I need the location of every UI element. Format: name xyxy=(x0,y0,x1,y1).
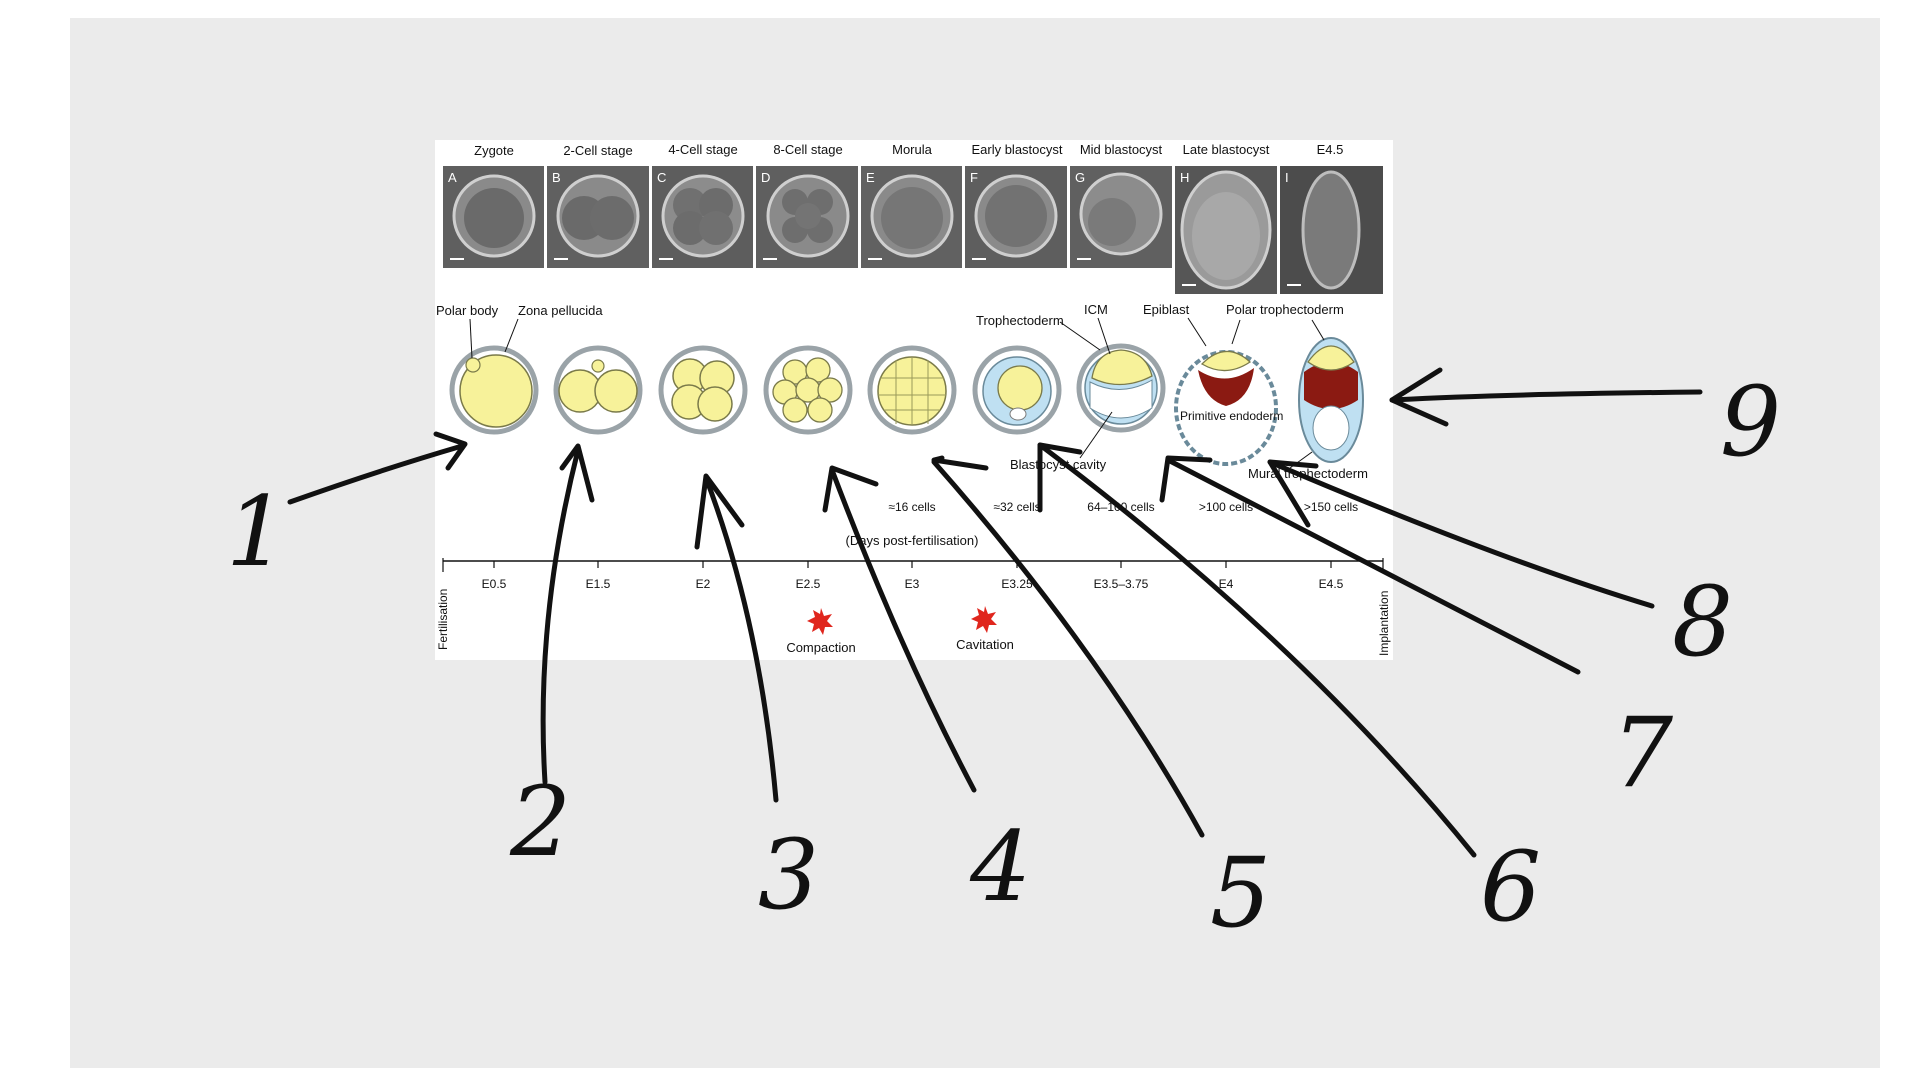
tick-label-e35: E3.5–3.75 xyxy=(1094,577,1149,591)
handwritten-number-1: 1 xyxy=(226,476,287,588)
stage-title-morula: Morula xyxy=(892,142,933,157)
handwritten-number-6: 6 xyxy=(1480,831,1541,943)
cell-count-early-blastocyst: ≈32 cells xyxy=(993,500,1040,514)
event-label-cavitation: Cavitation xyxy=(956,637,1014,652)
label-polar-trophectoderm: Polar trophectoderm xyxy=(1226,302,1344,317)
cell-count-e45: >150 cells xyxy=(1304,500,1358,514)
tick-label-e45: E4.5 xyxy=(1319,577,1344,591)
schematic-e45 xyxy=(1299,338,1363,462)
handwritten-number-5: 5 xyxy=(1210,837,1271,949)
handwritten-number-3: 3 xyxy=(758,819,819,931)
micrograph-h: H xyxy=(1175,166,1277,294)
label-primitive-endoderm: Primitive endoderm xyxy=(1180,409,1283,423)
panel-letter-c: C xyxy=(657,170,666,185)
schematic-2cell xyxy=(556,348,640,432)
handwritten-number-8: 8 xyxy=(1672,566,1733,678)
micrograph-i: I xyxy=(1280,166,1383,294)
schematic-zygote xyxy=(452,348,536,432)
micrograph-e: E xyxy=(861,166,962,268)
tick-label-e15: E1.5 xyxy=(586,577,611,591)
micrograph-g: G xyxy=(1070,166,1172,268)
micrograph-d: D xyxy=(756,166,858,268)
stage-title-8cell: 8-Cell stage xyxy=(773,142,842,157)
panel-letter-d: D xyxy=(761,170,770,185)
stage-title-2cell: 2-Cell stage xyxy=(563,143,632,158)
stage-title-mid-blastocyst: Mid blastocyst xyxy=(1080,142,1163,157)
stage-title-4cell: 4-Cell stage xyxy=(668,142,737,157)
panel-letter-e: E xyxy=(866,170,875,185)
panel-letter-a: A xyxy=(448,170,457,185)
schematic-4cell xyxy=(661,348,745,432)
stage-title-e45: E4.5 xyxy=(1317,142,1344,157)
panel-letter-f: F xyxy=(970,170,978,185)
label-icm: ICM xyxy=(1084,302,1108,317)
micrograph-f: F xyxy=(965,166,1067,268)
handwritten-number-7: 7 xyxy=(1612,697,1673,809)
schematic-mid-blastocyst xyxy=(1079,346,1163,430)
stage-title-zygote: Zygote xyxy=(474,143,514,158)
axis-start-label: Fertilisation xyxy=(436,589,450,650)
stage-titles: Zygote 2-Cell stage 4-Cell stage 8-Cell … xyxy=(474,142,1343,158)
panel-letter-b: B xyxy=(552,170,561,185)
tick-label-e2: E2 xyxy=(696,577,711,591)
schematic-late-blastocyst xyxy=(1176,351,1276,464)
micrograph-b: B xyxy=(547,166,649,268)
event-label-compaction: Compaction xyxy=(786,640,855,655)
tick-label-e4: E4 xyxy=(1219,577,1234,591)
schematic-early-blastocyst xyxy=(975,348,1059,432)
handwritten-number-9: 9 xyxy=(1720,366,1781,478)
label-polar-body: Polar body xyxy=(436,303,499,318)
label-trophectoderm: Trophectoderm xyxy=(976,313,1064,328)
label-zona-pellucida: Zona pellucida xyxy=(518,303,603,318)
tick-label-e3: E3 xyxy=(905,577,920,591)
axis-end-label: Implantation xyxy=(1377,591,1391,656)
stage-title-late-blastocyst: Late blastocyst xyxy=(1183,142,1270,157)
handwritten-number-2: 2 xyxy=(509,766,571,878)
axis-title: (Days post-fertilisation) xyxy=(846,533,979,548)
stage-title-early-blastocyst: Early blastocyst xyxy=(971,142,1062,157)
cell-count-morula: ≈16 cells xyxy=(888,500,935,514)
panel-letter-h: H xyxy=(1180,170,1189,185)
schematic-morula xyxy=(870,348,954,432)
tick-label-e05: E0.5 xyxy=(482,577,507,591)
schematic-8cell xyxy=(766,348,850,432)
micrograph-c: C xyxy=(652,166,753,268)
handwritten-number-4: 4 xyxy=(969,811,1031,923)
micrograph-a: A xyxy=(443,166,544,268)
tick-label-e25: E2.5 xyxy=(796,577,821,591)
panel-letter-i: I xyxy=(1285,170,1289,185)
label-epiblast: Epiblast xyxy=(1143,302,1190,317)
panel-letter-g: G xyxy=(1075,170,1085,185)
